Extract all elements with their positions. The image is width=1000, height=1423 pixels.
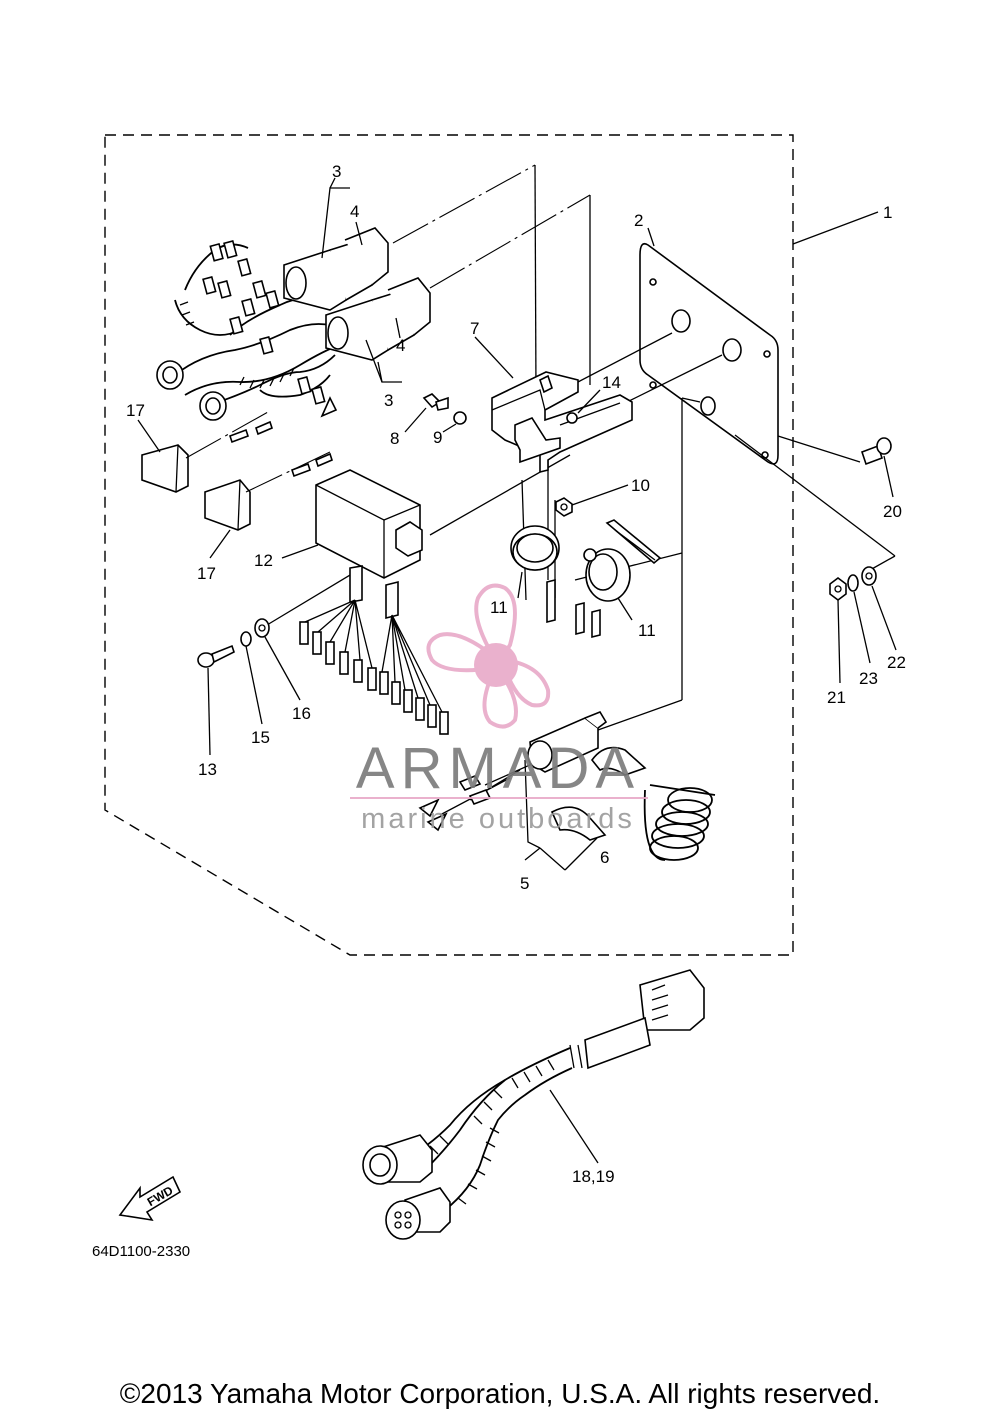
washer-23 (847, 574, 871, 664)
diagram-code: 64D1100-2330 (92, 1243, 190, 1260)
callout-8: 8 (390, 429, 399, 448)
bracket (474, 336, 633, 474)
callout-17-lower: 17 (197, 564, 216, 583)
emergency-switch (418, 711, 716, 871)
bolt-8 (404, 393, 449, 433)
buzzer-right (583, 548, 633, 639)
callout-4-lower: 4 (396, 336, 405, 355)
bolt-20 (860, 437, 894, 498)
callout-13: 13 (198, 760, 217, 779)
terminal-pins (299, 621, 449, 735)
assembly-boundary (104, 134, 794, 956)
connector-cap-lower (204, 451, 333, 559)
circlip-9 (442, 411, 467, 433)
callout-14: 14 (602, 373, 621, 392)
watermark-tagline: marine outboards (361, 803, 635, 835)
armada-watermark: ARMADA marine outboards (350, 583, 648, 835)
callout-3-upper: 3 (332, 162, 341, 181)
callout-10: 10 (631, 476, 650, 495)
callout-2: 2 (634, 211, 643, 230)
callout-7: 7 (470, 319, 479, 338)
callout-11-right: 11 (638, 621, 656, 640)
callout-4-upper: 4 (350, 202, 359, 221)
fwd-arrow-icon: FWD (118, 1175, 182, 1222)
extension-harness (362, 969, 705, 1240)
screw-13 (197, 644, 235, 756)
propeller-logo-icon (426, 583, 551, 729)
copyright-notice: ©2013 Yamaha Motor Corporation, U.S.A. A… (119, 1378, 881, 1409)
buzzer-left (510, 525, 585, 636)
callout-9: 9 (433, 428, 442, 447)
cable-tie (605, 519, 662, 565)
watermark-brand: ARMADA (356, 736, 640, 801)
callout-5: 5 (520, 874, 529, 893)
callout-20: 20 (883, 502, 902, 521)
callout-21: 21 (827, 688, 846, 707)
mounting-plate (639, 227, 779, 465)
callout-16: 16 (292, 704, 311, 723)
nut-10 (555, 484, 629, 517)
callout-18-19: 18,19 (572, 1167, 615, 1186)
nut-21 (829, 577, 847, 684)
washer-15 (240, 631, 263, 725)
callout-6: 6 (600, 848, 609, 867)
callout-1: 1 (883, 203, 892, 222)
callout-15: 15 (251, 728, 270, 747)
washer-22 (861, 566, 897, 651)
control-box (281, 469, 449, 735)
callout-3-lower: 3 (384, 391, 393, 410)
callout-11-left: 11 (490, 598, 508, 617)
callout-12: 12 (254, 551, 273, 570)
connector-cap-upper (137, 411, 273, 493)
callout-22: 22 (887, 653, 906, 672)
wiring-harness (156, 177, 431, 421)
callout-23: 23 (859, 669, 878, 688)
callout-17-upper: 17 (126, 401, 145, 420)
washer-16 (254, 618, 301, 701)
